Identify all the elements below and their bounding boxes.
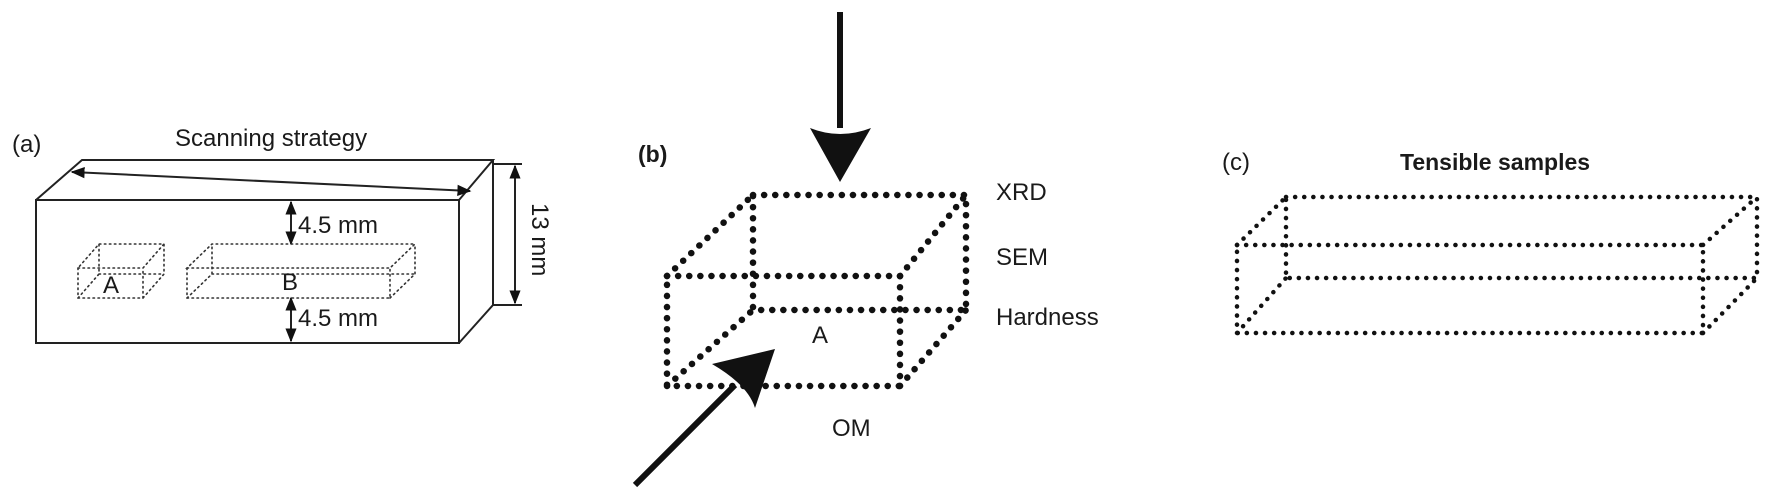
scanning-strategy-title: Scanning strategy — [175, 125, 367, 152]
top-gap-dimension: 4.5 mm — [285, 200, 378, 246]
panel-b-label: (b) — [638, 141, 667, 167]
bottom-gap-dimension: 4.5 mm — [285, 296, 378, 343]
cube-front-face — [663, 272, 904, 390]
panel-b: (b) A XRD SEM Hardness OM — [632, 12, 1099, 488]
sem-label: SEM — [996, 244, 1048, 271]
sample-a-cube: A — [663, 191, 970, 390]
cube-sample-label: A — [812, 322, 828, 349]
panel-a-label: (a) — [12, 131, 41, 158]
tensile-sample-box — [1234, 194, 1760, 336]
height-label: 13 mm — [526, 203, 553, 276]
cube-connectors — [663, 191, 970, 390]
tensile-title: Tensible samples — [1400, 149, 1590, 175]
top-arrow-head — [810, 128, 871, 182]
side-arrow-head — [712, 349, 775, 408]
panel-c: (c) Tensible samples — [1222, 149, 1760, 336]
side-incidence-arrow — [632, 349, 775, 488]
cube-back-face — [749, 191, 970, 314]
bottom-gap-label: 4.5 mm — [298, 305, 378, 332]
top-gap-label: 4.5 mm — [298, 212, 378, 239]
block-side-face — [458, 160, 494, 344]
tensile-front-face — [1234, 242, 1706, 336]
scan-direction-arrow — [70, 167, 472, 196]
top-incidence-arrow — [810, 12, 871, 182]
xrd-label: XRD — [996, 179, 1047, 206]
panel-c-label: (c) — [1222, 149, 1250, 176]
tensile-connectors — [1234, 194, 1760, 336]
build-block — [35, 159, 496, 344]
sample-a-label: A — [103, 272, 119, 299]
om-label: OM — [832, 415, 871, 442]
sample-a-box: A — [76, 243, 166, 299]
sample-b-box: B — [185, 243, 417, 299]
sample-b-label: B — [282, 269, 298, 296]
tensile-back-face — [1283, 194, 1760, 281]
block-top-face — [35, 159, 496, 201]
panel-a: (a) Scanning strategy 13 mm 4.5 mm 4.5 m… — [12, 125, 553, 344]
block-front-face — [35, 199, 460, 344]
height-dimension: 13 mm — [493, 163, 553, 306]
hardness-label: Hardness — [996, 304, 1099, 331]
